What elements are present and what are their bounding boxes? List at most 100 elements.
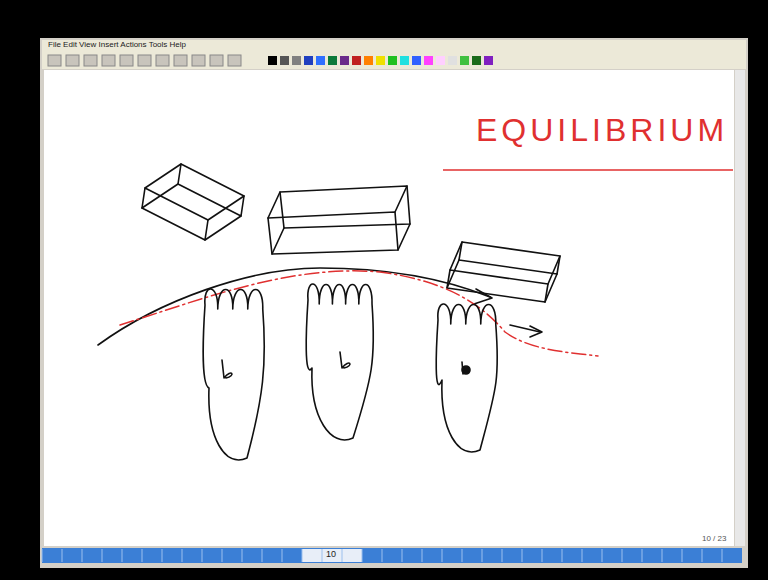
color-swatch xyxy=(292,56,301,65)
page-tick xyxy=(442,549,443,562)
tool-icon xyxy=(210,55,223,66)
color-swatch xyxy=(484,56,493,65)
page-tick xyxy=(502,549,503,562)
page-tick xyxy=(322,549,323,562)
menu-bar xyxy=(42,40,746,52)
tool-icon xyxy=(156,55,169,66)
tool-icon xyxy=(228,55,241,66)
page-tick xyxy=(142,549,143,562)
label-text: 10 xyxy=(326,549,336,559)
page-tick xyxy=(242,549,243,562)
tool-icon xyxy=(138,55,151,66)
sketch-stroke xyxy=(474,289,492,304)
title-underline xyxy=(443,169,733,171)
page-tick xyxy=(202,549,203,562)
tool-icon xyxy=(120,55,133,66)
sketch-stroke xyxy=(398,224,410,250)
color-swatch xyxy=(364,56,373,65)
sketch-stroke xyxy=(280,186,410,228)
color-swatch xyxy=(376,56,385,65)
color-swatch xyxy=(280,56,289,65)
page-tick xyxy=(642,549,643,562)
color-swatch xyxy=(436,56,445,65)
color-swatch xyxy=(304,56,313,65)
app-window xyxy=(40,38,748,568)
canvas xyxy=(44,70,734,546)
page-tick xyxy=(302,549,303,562)
page-tick xyxy=(182,549,183,562)
page-tick xyxy=(522,549,523,562)
palm-dot xyxy=(462,366,470,374)
sketch-stroke xyxy=(178,164,244,216)
page-tick xyxy=(462,549,463,562)
color-swatch xyxy=(352,56,361,65)
page-bar xyxy=(42,548,742,563)
tool-bar xyxy=(42,52,746,69)
page-bar-fill xyxy=(42,548,742,563)
tool-icon xyxy=(102,55,115,66)
label-text: 10 / 23 xyxy=(702,534,726,543)
title-text: EQUILIBRIUM xyxy=(476,112,728,149)
sketch-stroke xyxy=(208,196,244,220)
sketch-stroke xyxy=(545,274,557,302)
color-swatch xyxy=(400,56,409,65)
page-tick xyxy=(382,549,383,562)
color-swatch xyxy=(340,56,349,65)
page-tick xyxy=(622,549,623,562)
page-tick xyxy=(282,549,283,562)
sketch-stroke xyxy=(436,304,497,452)
sketch-stroke xyxy=(145,164,181,188)
page-tick xyxy=(262,549,263,562)
tool-icon xyxy=(48,55,61,66)
sketch-stroke xyxy=(205,216,241,240)
page-tick xyxy=(602,549,603,562)
label-text: File Edit View Insert Actions Tools Help xyxy=(48,40,186,49)
color-swatch xyxy=(316,56,325,65)
sketch-stroke xyxy=(272,228,284,254)
page-tick xyxy=(722,549,723,562)
page-tick xyxy=(402,549,403,562)
sketch-stroke xyxy=(142,188,208,240)
sketch-stroke xyxy=(142,184,178,208)
tool-icon xyxy=(174,55,187,66)
sketch-stroke xyxy=(395,186,407,212)
sketch-stroke xyxy=(459,242,560,274)
color-swatch xyxy=(448,56,457,65)
sketch-stroke xyxy=(530,326,542,337)
sketch-stroke xyxy=(222,360,232,378)
page-tick xyxy=(42,549,43,562)
page-tick xyxy=(702,549,703,562)
page-tick xyxy=(62,549,63,562)
sketch-stroke xyxy=(98,268,490,345)
hand-drawing xyxy=(98,164,598,460)
tool-icon xyxy=(192,55,205,66)
page-tick xyxy=(582,549,583,562)
sketch-stroke xyxy=(203,289,264,460)
page-slot xyxy=(302,549,362,562)
tool-icon xyxy=(84,55,97,66)
color-swatches xyxy=(48,55,493,66)
sketch-stroke xyxy=(306,284,373,440)
page-tick xyxy=(422,549,423,562)
page-tick xyxy=(682,549,683,562)
sketch-stroke xyxy=(340,352,350,368)
color-swatch xyxy=(424,56,433,65)
page-tick xyxy=(542,549,543,562)
page-tick xyxy=(342,549,343,562)
color-swatch xyxy=(328,56,337,65)
page-tick xyxy=(122,549,123,562)
page-tick xyxy=(562,549,563,562)
color-swatch xyxy=(268,56,277,65)
page-tick xyxy=(482,549,483,562)
scrollbar xyxy=(735,70,745,546)
tool-icon xyxy=(66,55,79,66)
sketch-stroke xyxy=(120,271,598,356)
page-tick xyxy=(82,549,83,562)
color-swatch xyxy=(460,56,469,65)
page-tick xyxy=(102,549,103,562)
color-swatch xyxy=(388,56,397,65)
page-tick xyxy=(662,549,663,562)
color-swatch xyxy=(472,56,481,65)
page-tick xyxy=(362,549,363,562)
